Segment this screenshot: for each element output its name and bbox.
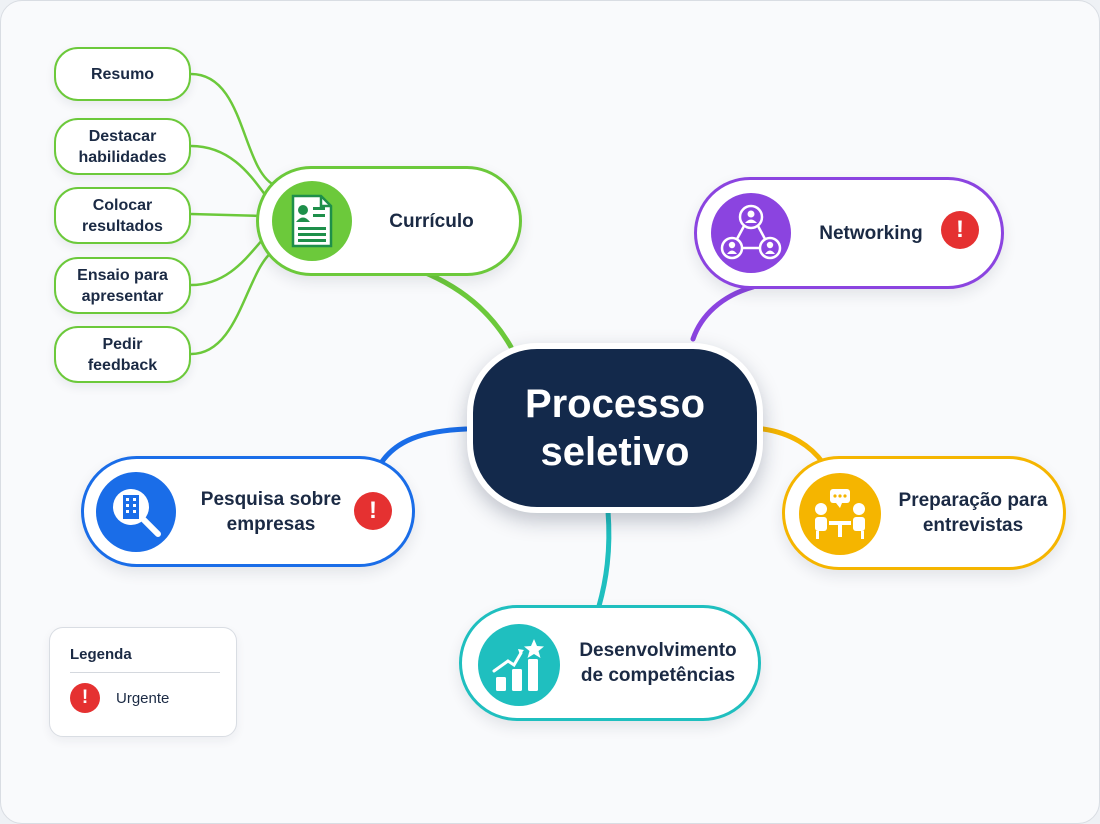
connector-colocar xyxy=(190,212,264,218)
connector-destacar xyxy=(190,144,268,197)
curriculo-icon-circle xyxy=(272,181,352,261)
desenvolvimento-label: Desenvolvimento de competências xyxy=(579,640,737,686)
connector-pesquisa xyxy=(378,426,469,466)
legend-box: Legenda ! Urgente xyxy=(49,627,237,737)
pesquisa-label: Pesquisa sobre empresas xyxy=(200,488,342,535)
building-search-icon xyxy=(113,489,161,537)
resume-document-icon xyxy=(291,194,333,248)
networking-label: Networking xyxy=(819,222,923,244)
central-topic-line1: Processo xyxy=(524,382,706,426)
curriculo-label: Currículo xyxy=(389,210,474,232)
network-people-icon xyxy=(720,204,782,260)
leaf-resumo[interactable]: Resumo xyxy=(54,47,191,101)
connector-networking xyxy=(690,284,756,342)
preparacao-label: Preparação para entrevistas xyxy=(898,490,1048,536)
legend-urgent-label: Urgente xyxy=(116,690,170,707)
connector-desenvolvimento xyxy=(596,508,612,609)
interview-chat-icon xyxy=(815,489,865,539)
networking-urgent-icon: ! xyxy=(941,211,979,249)
central-topic-line2: seletivo xyxy=(540,430,690,474)
branch-networking[interactable]: Networking ! xyxy=(694,177,1004,289)
connector-resumo xyxy=(190,72,277,188)
central-topic[interactable]: Processo seletivo xyxy=(467,343,763,513)
branch-pesquisa-empresas[interactable]: Pesquisa sobre empresas ! xyxy=(81,456,415,567)
pesquisa-icon-circle xyxy=(96,472,176,552)
desenvolvimento-icon-circle xyxy=(478,624,560,706)
connector-preparacao xyxy=(760,426,826,466)
legend-title: Legenda xyxy=(70,646,132,663)
preparacao-icon-circle xyxy=(799,473,881,555)
connector-curriculo xyxy=(418,268,514,350)
growth-chart-star-icon xyxy=(492,639,544,691)
legend-urgent-icon: ! xyxy=(70,683,100,713)
connector-pedir xyxy=(190,247,277,356)
branch-desenvolvimento-competencias[interactable]: Desenvolvimento de competências xyxy=(459,605,761,721)
branch-curriculo[interactable]: Currículo xyxy=(256,166,522,276)
networking-icon-circle xyxy=(711,193,791,273)
legend-divider xyxy=(70,672,220,673)
pesquisa-urgent-icon: ! xyxy=(354,492,392,530)
branch-preparacao-entrevistas[interactable]: Preparação para entrevistas xyxy=(782,456,1066,570)
